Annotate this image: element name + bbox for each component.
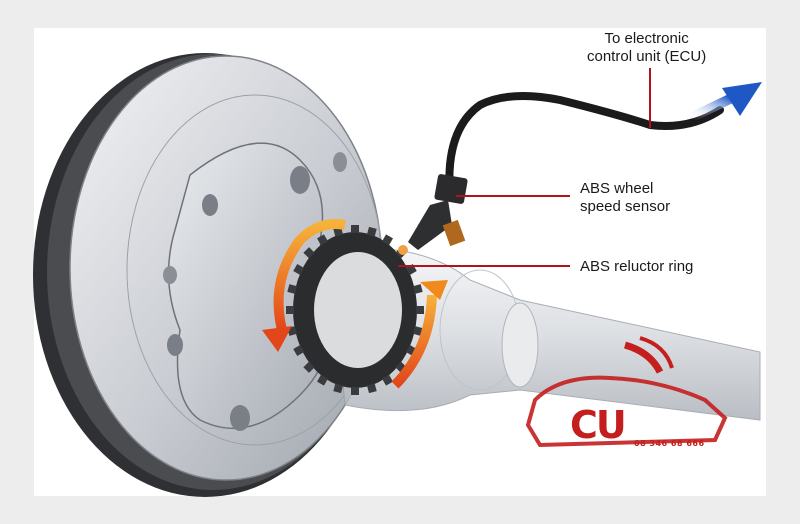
reluctor-tooth bbox=[366, 226, 377, 237]
sensor-cable bbox=[445, 92, 724, 199]
rotation-arrow-left-head bbox=[262, 326, 292, 352]
watermark-logo bbox=[525, 336, 728, 448]
reluctor-tooth bbox=[333, 383, 344, 394]
reluctor-tooth bbox=[412, 284, 423, 294]
ecu-arrow bbox=[687, 93, 735, 123]
reluctor-tooth bbox=[317, 374, 328, 386]
ecu-arrow-head bbox=[722, 82, 762, 116]
reluctor-tooth bbox=[286, 306, 294, 314]
reluctor-tooth bbox=[303, 361, 315, 373]
reluctor-tooth bbox=[303, 247, 315, 259]
watermark-phone: 08 346 68 666 bbox=[634, 439, 705, 448]
rotation-arrow-left bbox=[273, 219, 346, 332]
reluctor-tooth bbox=[382, 234, 393, 246]
lug-hole bbox=[167, 334, 183, 356]
lug-hole bbox=[163, 266, 177, 284]
abs-sensor bbox=[398, 92, 724, 255]
lug-hole bbox=[290, 166, 310, 194]
reluctor-tooth bbox=[382, 374, 393, 386]
rotation-arrow-right bbox=[391, 294, 437, 389]
reluctor-tooth bbox=[293, 345, 305, 356]
reluctor-tooth bbox=[317, 234, 328, 246]
reluctor-tooth bbox=[293, 264, 305, 275]
reluctor-tooth bbox=[287, 284, 298, 294]
label-sensor-line2: speed sensor bbox=[580, 198, 671, 215]
reluctor-tooth bbox=[416, 306, 424, 314]
label-reluctor-ring: ABS reluctor ring bbox=[580, 258, 694, 275]
lug-hole bbox=[202, 194, 218, 216]
label-sensor-line1: ABS wheel bbox=[580, 180, 654, 197]
reluctor-tooth bbox=[366, 383, 377, 394]
label-ecu-line1: To electronic bbox=[604, 30, 689, 47]
label-ecu-line2: control unit (ECU) bbox=[587, 48, 707, 65]
reluctor-ring bbox=[286, 225, 424, 395]
label-ecu: To electronic control unit (ECU) bbox=[587, 30, 706, 66]
rotation-arrow-right-head bbox=[420, 280, 448, 300]
wheel-hub bbox=[163, 142, 347, 431]
watermark-logo-text: CU bbox=[570, 403, 627, 447]
label-sensor: ABS wheel speed sensor bbox=[580, 180, 670, 216]
lug-hole bbox=[230, 405, 250, 431]
reluctor-tooth bbox=[351, 387, 359, 395]
reluctor-tooth bbox=[351, 225, 359, 233]
reluctor-tooth bbox=[412, 326, 423, 336]
lug-hole bbox=[333, 152, 347, 172]
